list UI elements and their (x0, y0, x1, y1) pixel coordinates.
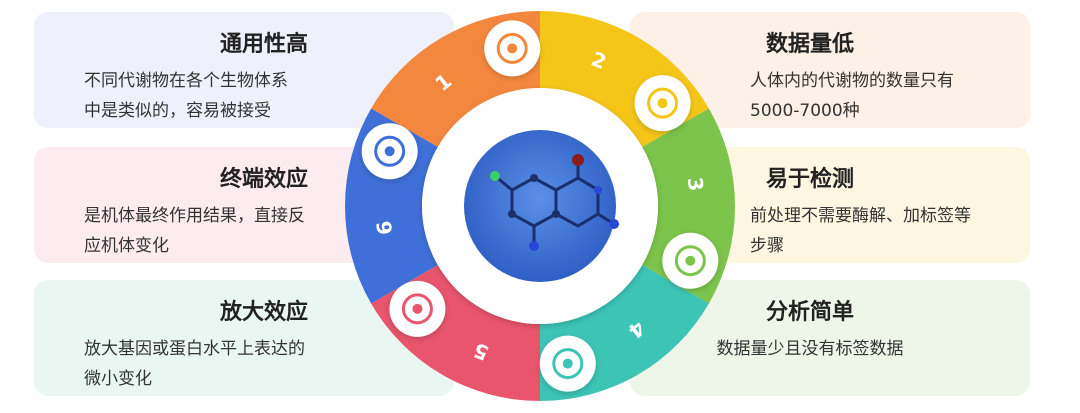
card-desc: 是机体最终作用结果，直接反 应机体变化 (54, 201, 434, 261)
desc-line: 微小变化 (84, 369, 152, 389)
card-title: 终端效应 (219, 167, 308, 192)
icon-glyph-dot (507, 43, 518, 54)
card-title: 易于检测 (765, 167, 854, 192)
card-desc: 数据量少且没有标签数据 (650, 334, 1010, 364)
line-chart-icon (662, 232, 719, 289)
card-title: 放大效应 (219, 300, 308, 325)
molecule-icon (484, 20, 541, 77)
center-blue-disc (464, 130, 616, 282)
icon-glyph (496, 32, 528, 64)
icon-glyph (374, 135, 406, 167)
card-desc: 人体内的代谢物的数量只有 5000-7000种 (650, 66, 1010, 126)
card-desc: 不同代谢物在各个生物体系 中是类似的，容易被接受 (54, 66, 434, 126)
desc-line: 人体内的代谢物的数量只有 (750, 71, 954, 91)
card-title: 通用性高 (219, 32, 308, 57)
card-desc: 放大基因或蛋白水平上表达的 微小变化 (54, 334, 434, 394)
magnifier-question-icon (539, 335, 596, 392)
icon-glyph-dot (562, 358, 573, 369)
desc-line: 是机体最终作用结果，直接反 (84, 206, 305, 226)
icon-glyph-dot (685, 255, 696, 266)
icon-glyph (674, 245, 706, 277)
card-desc: 前处理不需要酶解、加标签等 步骤 (650, 201, 1010, 261)
icon-glyph (401, 293, 433, 325)
icon-glyph (647, 87, 679, 119)
card-top-left: 通用性高 不同代谢物在各个生物体系 中是类似的，容易被接受 (34, 12, 454, 128)
segment-number: 6 (372, 219, 398, 236)
brain-cloud-icon (389, 280, 446, 337)
desc-line: 中是类似的，容易被接受 (84, 101, 271, 121)
segment-number: 3 (683, 176, 709, 193)
desc-line: 数据量少且没有标签数据 (716, 339, 904, 359)
icon-glyph (552, 348, 584, 380)
desc-line: 不同代谢物在各个生物体系 (84, 71, 288, 91)
desc-line: 放大基因或蛋白水平上表达的 (84, 339, 305, 359)
desc-line: 步骤 (750, 236, 784, 256)
desc-line: 5000-7000种 (750, 101, 860, 121)
human-organs-icon (361, 123, 418, 180)
card-bottom-left: 放大效应 放大基因或蛋白水平上表达的 微小变化 (34, 280, 454, 396)
card-title: 分析简单 (765, 300, 854, 325)
icon-glyph-dot (657, 98, 668, 109)
card-title: 数据量低 (765, 32, 854, 57)
icon-glyph-dot (384, 146, 395, 157)
desc-line: 应机体变化 (84, 236, 169, 256)
desc-line: 前处理不需要酶解、加标签等 (750, 206, 971, 226)
lab-flask-icon (634, 75, 691, 132)
icon-glyph-dot (412, 303, 423, 314)
